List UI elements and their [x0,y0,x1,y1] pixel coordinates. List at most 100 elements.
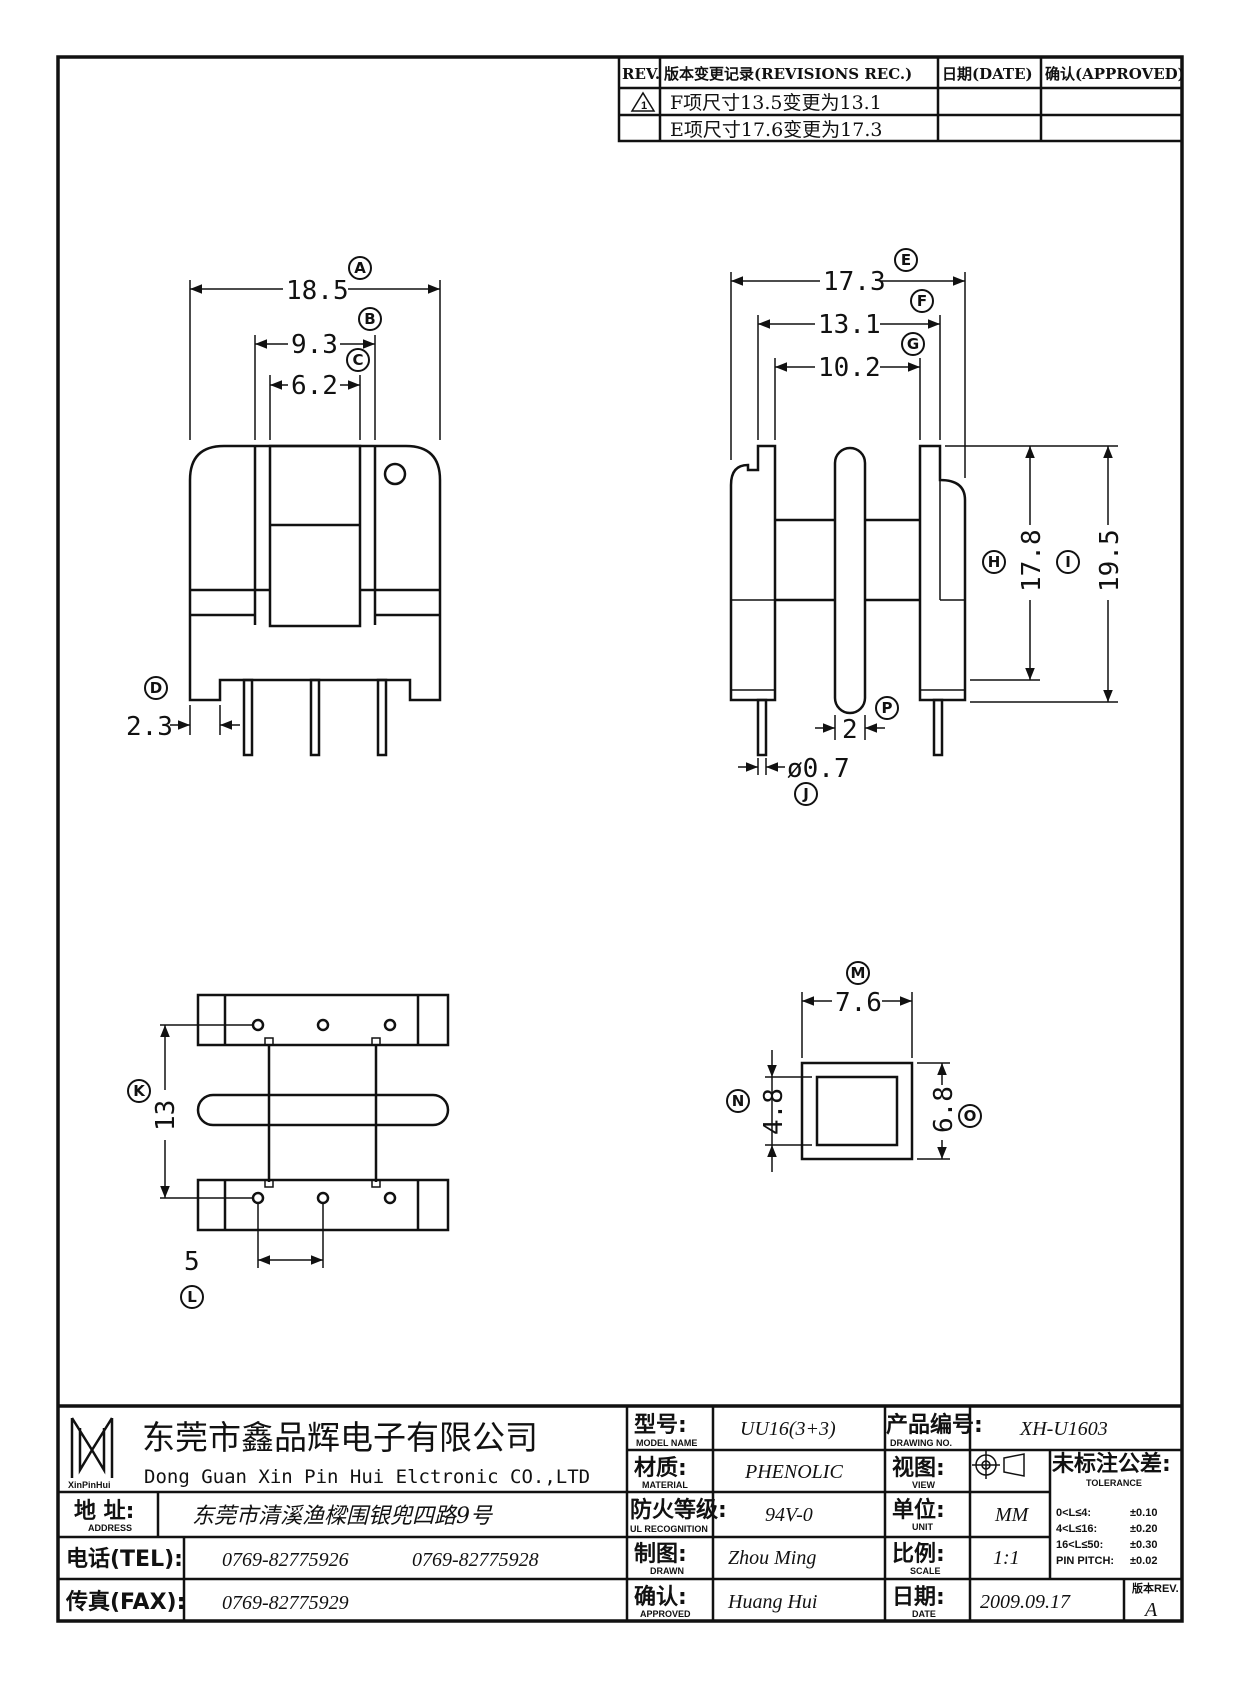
dim-F: 13.1 F [757,289,941,440]
flame-label: 防火等级: [630,1497,727,1523]
dim-C: 6.2 C [269,348,370,440]
dim-I-letter: I [1065,553,1071,571]
drawing-no-value: XH-U1603 [1019,1418,1108,1440]
dim-G-value: 10.2 [818,353,881,383]
version-label: 版本REV. [1132,1581,1179,1595]
dim-G-letter: G [907,335,919,353]
projection-symbol-icon [972,1451,1025,1479]
scale-value: 1:1 [993,1547,1020,1569]
dim-H-value: 17.8 [1017,529,1047,592]
core-window-view [800,1061,914,1161]
dim-N-letter: N [732,1092,745,1110]
dim-B-letter: B [364,310,375,328]
unit-value: MM [994,1504,1030,1526]
address-label: 地 址: [74,1499,134,1524]
tolerance-value-2: ±0.20 [1130,1523,1157,1535]
address-value: 东莞市清溪渔樑围银兜四路9号 [192,1504,493,1529]
approved-label: 确认: [634,1584,687,1610]
model-sub: MODEL NAME [636,1438,697,1448]
dim-O: 6.8 O [917,1062,982,1160]
sheet-border [56,55,1184,1623]
title-block: XinPinHui 东莞市鑫品辉电子有限公司 Dong Guan Xin Pin… [58,1404,1182,1621]
dim-M-letter: M [851,964,866,982]
svg-text:1: 1 [641,100,647,112]
dim-N-value: 4.8 [759,1088,789,1135]
dim-D: 2.3 D [126,676,240,742]
scale-sub: SCALE [910,1566,941,1576]
dim-P: 2 P [815,696,899,745]
dim-M: 7.6 M [801,961,913,1058]
dim-L-letter: L [187,1288,197,1306]
rev-row-1-record: F项尺寸13.5变更为13.1 [670,92,882,114]
model-label: 型号: [634,1413,687,1438]
drawn-sub: DRAWN [650,1566,684,1576]
model-value: UU16(3+3) [740,1418,836,1440]
tolerance-range-2: 4<L≤16: [1056,1523,1097,1535]
view-sub: VIEW [912,1480,936,1490]
material-sub: MATERIAL [642,1480,688,1490]
rev-triangle-icon: 1 [630,91,656,112]
dim-H: 17.8 H [945,445,1047,681]
dim-G: 10.2 G [774,332,925,440]
rev-row-2-record: E项尺寸17.6变更为17.3 [670,119,882,141]
dim-E: 17.3 E [730,248,966,478]
view-label: 视图: [892,1455,945,1481]
drawing-no-label: 产品编号: [886,1412,983,1438]
dim-N: 4.8 N [726,1050,812,1172]
dim-C-letter: C [352,351,363,369]
dim-L: 5 L [180,1204,324,1309]
tolerance-range-3: 16<L≤50: [1056,1539,1103,1551]
tolerance-value-1: ±0.10 [1130,1507,1157,1519]
front-view [188,444,442,757]
dim-F-letter: F [917,292,927,310]
tel-label: 电话(TEL): [66,1547,183,1572]
dim-M-value: 7.6 [835,988,882,1018]
tolerance-label: 未标注公差: [1052,1451,1171,1477]
rev-header-approved: 确认(APPROVED) [1045,65,1185,83]
logo-text: XinPinHui [68,1480,111,1490]
material-label: 材质: [634,1456,687,1481]
flame-sub: UL RECOGNITION [630,1524,708,1534]
address-sub: ADDRESS [88,1523,132,1533]
date-sub: DATE [912,1609,936,1619]
tolerance-value-4: ±0.02 [1130,1555,1157,1567]
dim-K-letter: K [133,1082,146,1100]
dim-P-value: 2 [842,715,858,745]
tolerance-range-4: PIN PITCH: [1056,1555,1114,1567]
date-value: 2009.09.17 [980,1591,1071,1613]
drawn-value: Zhou Ming [728,1547,816,1569]
dim-D-letter: D [150,679,162,697]
fax-value: 0769-82775929 [222,1592,349,1614]
dim-D-value: 2.3 [126,712,173,742]
dim-A: 18.5 A [189,256,441,440]
tel-1: 0769-82775926 [222,1549,349,1571]
side-view [729,444,967,757]
company-name-en: Dong Guan Xin Pin Hui Elctronic CO.,LTD [144,1466,590,1488]
dim-O-letter: O [964,1107,977,1125]
rev-header-rev: REV. [622,65,660,83]
flame-value: 94V-0 [765,1504,813,1526]
bottom-view [196,993,450,1232]
company-logo: XinPinHui [68,1417,114,1490]
dim-B: 9.3 B [254,307,382,440]
dim-P-letter: P [882,699,893,717]
company-name-cn: 东莞市鑫品辉电子有限公司 [142,1418,538,1457]
dim-I: 19.5 I [970,445,1125,703]
dim-H-letter: H [988,553,1001,571]
rev-header-record: 版本变更记录(REVISIONS REC.) [664,65,912,83]
version-value: A [1143,1599,1158,1621]
dim-A-letter: A [354,259,366,277]
dim-C-value: 6.2 [291,371,338,401]
dim-E-value: 17.3 [823,267,886,297]
unit-sub: UNIT [912,1522,933,1532]
scale-label: 比例: [892,1542,945,1567]
dim-A-value: 18.5 [286,276,349,306]
tolerance-value-3: ±0.30 [1130,1539,1157,1551]
approved-sub: APPROVED [640,1609,691,1619]
dim-B-value: 9.3 [291,330,338,360]
material-value: PHENOLIC [744,1461,843,1483]
tel-2: 0769-82775928 [412,1549,539,1571]
dim-O-value: 6.8 [929,1086,959,1133]
drawing-no-sub: DRAWING NO. [890,1438,952,1448]
